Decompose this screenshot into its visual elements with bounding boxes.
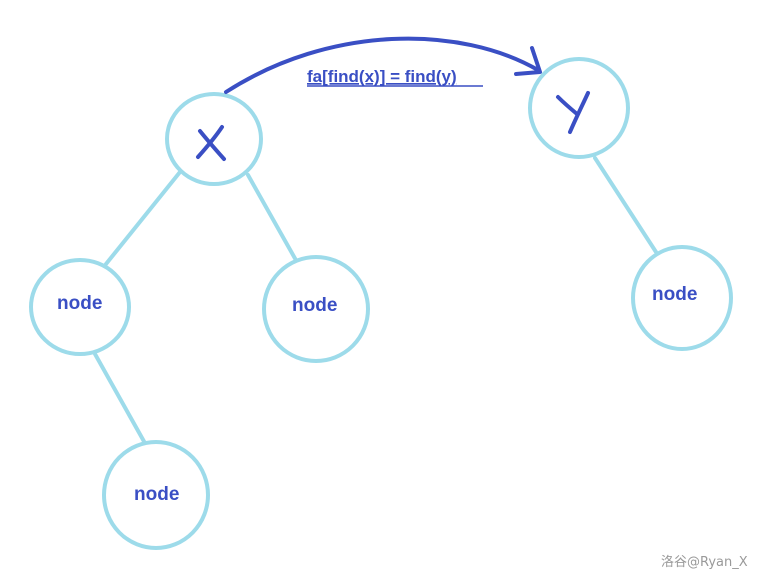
bottom-child-label: node [134,484,179,505]
bottom-child-circle [102,440,210,550]
edge-y-to-child-node [593,156,658,254]
arrowhead-icon [514,46,542,76]
left-child-circle [29,258,131,356]
right-child-label: node [292,295,337,316]
edge-x-to-right-node [246,173,299,264]
y-child-circle [631,245,733,351]
edge-x-to-left-node [104,170,182,266]
x-letter-glyph [196,125,226,161]
watermark-label: 洛谷@Ryan_X [661,555,748,570]
left-child-label: node [57,293,102,314]
formula-label: fa[find(x)] = find(y) [307,67,457,86]
tree-edges [93,156,658,447]
tree-nodes [29,57,733,550]
edge-left-node-to-bottom-node [93,352,148,447]
union-arrow [224,36,540,94]
right-child-circle [262,255,370,363]
y-letter-glyph [556,91,590,134]
y-child-label: node [652,284,697,305]
